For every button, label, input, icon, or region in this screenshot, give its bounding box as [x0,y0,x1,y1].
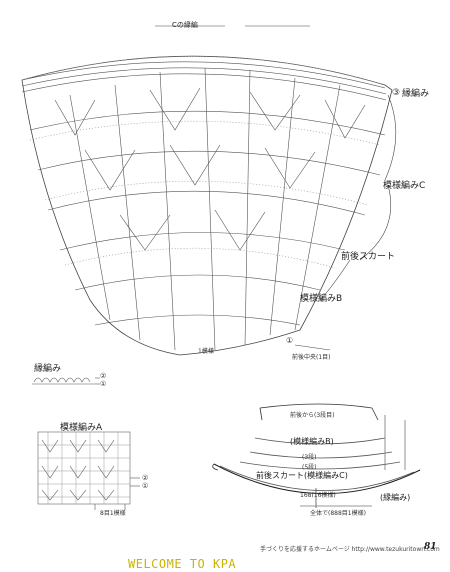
schematic-pattern-b-label: (模様編みB) [290,437,334,446]
schematic-top-label: 前後から(3段目) [290,412,335,419]
top-edge-label: Cの縁編 [172,21,198,29]
edge-label: 縁編み [402,89,430,99]
left-pattern-note: 1模様 [198,348,214,355]
footer-website-note: 手づくりを応援するホームページ http://www.tezukuritown.… [260,546,440,553]
leader-lines [155,25,397,351]
pattern-b-label: 模様編みB [300,294,343,304]
edge-stitch-diagram [32,377,100,385]
center-stitch-note: 前後中央(1目) [292,354,331,361]
skirt-schematic [212,403,421,508]
circle-2-marker-edge: ② [100,372,107,380]
pattern-a-title: 模様編みA [60,423,103,433]
front-back-skirt-label: 前後スカート [341,252,396,262]
pattern-c-label: 模様編みC [383,181,426,191]
welcome-watermark: WELCOME TO KPA [128,557,237,571]
pattern-a-swatch [37,431,140,510]
schematic-main-label: 前後スカート(模様編みC) [256,471,348,480]
circle-2-marker-a: ② [142,474,149,482]
main-skirt-chart [21,55,393,356]
circle-3-marker: ③ [392,88,401,98]
circle-1-marker: ① [286,336,294,345]
circle-1-marker-edge: ① [100,380,107,388]
page-number: 81 [424,542,437,552]
schematic-rows-3: (3段) [302,454,317,461]
schematic-edge-label: (縁編み) [380,493,411,502]
schematic-rows-5: (5段) [302,464,317,471]
edge-section-title: 縁編み [34,364,62,374]
schematic-total-stitches: 全体で(888目1模様) [310,510,366,517]
stitch-repeat-note: 8目1模様 [100,510,126,517]
schematic-circumference: 168(16模様) [300,492,336,499]
circle-1-marker-a: ① [142,482,149,490]
